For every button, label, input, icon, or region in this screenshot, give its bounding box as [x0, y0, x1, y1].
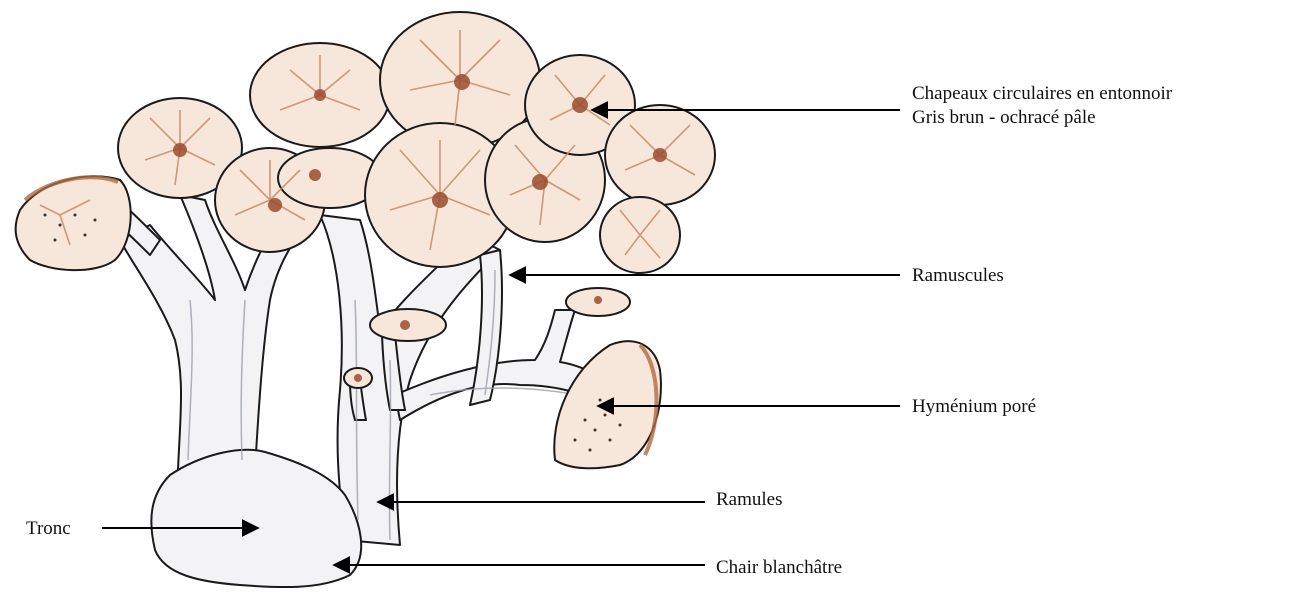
cap-far-left — [16, 176, 131, 270]
label-caps-line1: Chapeaux circulaires en entonnoir — [912, 82, 1172, 105]
cap-hymenium — [554, 341, 661, 468]
label-ramules: Ramules — [716, 488, 783, 511]
label-tronc: Tronc — [26, 517, 71, 540]
label-hymenium: Hyménium poré — [912, 395, 1036, 418]
label-ramuscules: Ramuscules — [912, 264, 1004, 287]
trunk-base — [151, 450, 361, 587]
label-caps-line2: Gris brun - ochracé pâle — [912, 106, 1096, 129]
label-chair: Chair blanchâtre — [716, 556, 842, 579]
